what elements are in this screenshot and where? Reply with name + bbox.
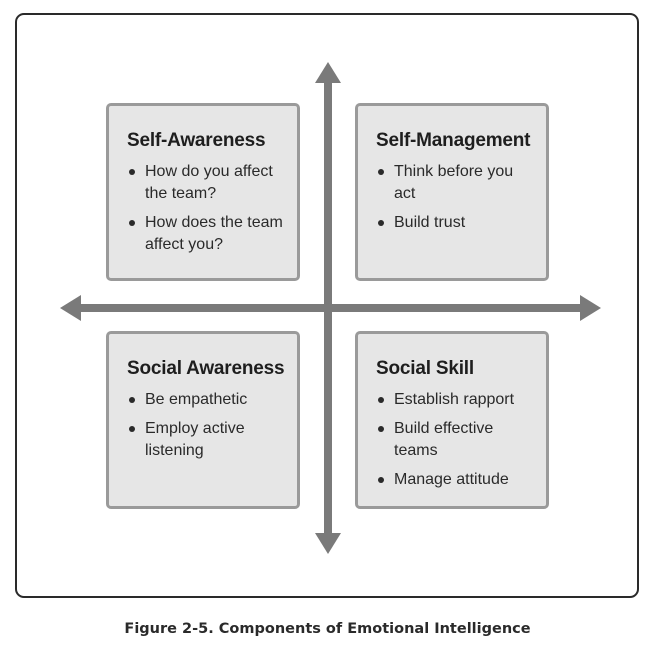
list-item: Build trust [376,212,536,234]
quadrant-social-awareness: Social Awareness Be empathetic Employ ac… [106,331,300,509]
vertical-axis-up-arrow [315,62,341,83]
list-item: Build effective teams [376,418,536,462]
quadrant-self-awareness: Self-Awareness How do you affect the tea… [106,103,300,281]
horizontal-axis-line [78,304,584,312]
list-item: Think before you act [376,161,536,205]
quadrant-title: Social Skill [376,358,474,379]
quadrant-list: Think before you act Build trust [376,161,536,234]
horizontal-axis-left-arrow [60,295,81,321]
quadrant-title: Self-Awareness [127,130,266,151]
quadrant-list: Be empathetic Employ active listening [127,389,287,462]
list-item: Employ active listening [127,418,287,462]
quadrant-social-skill: Social Skill Establish rapport Build eff… [355,331,549,509]
quadrant-self-management: Self-Management Think before you act Bui… [355,103,549,281]
list-item: How do you affect the team? [127,161,287,205]
quadrant-list: How do you affect the team? How does the… [127,161,287,256]
list-item: How does the team affect you? [127,212,287,256]
vertical-axis-down-arrow [315,533,341,554]
list-item: Establish rapport [376,389,536,411]
quadrant-list: Establish rapport Build effective teams … [376,389,536,491]
quadrant-title: Self-Management [376,130,531,151]
quadrant-title: Social Awareness [127,358,285,379]
list-item: Be empathetic [127,389,287,411]
figure-caption: Figure 2-5. Components of Emotional Inte… [124,621,531,637]
list-item: Manage attitude [376,469,536,491]
horizontal-axis-right-arrow [580,295,601,321]
